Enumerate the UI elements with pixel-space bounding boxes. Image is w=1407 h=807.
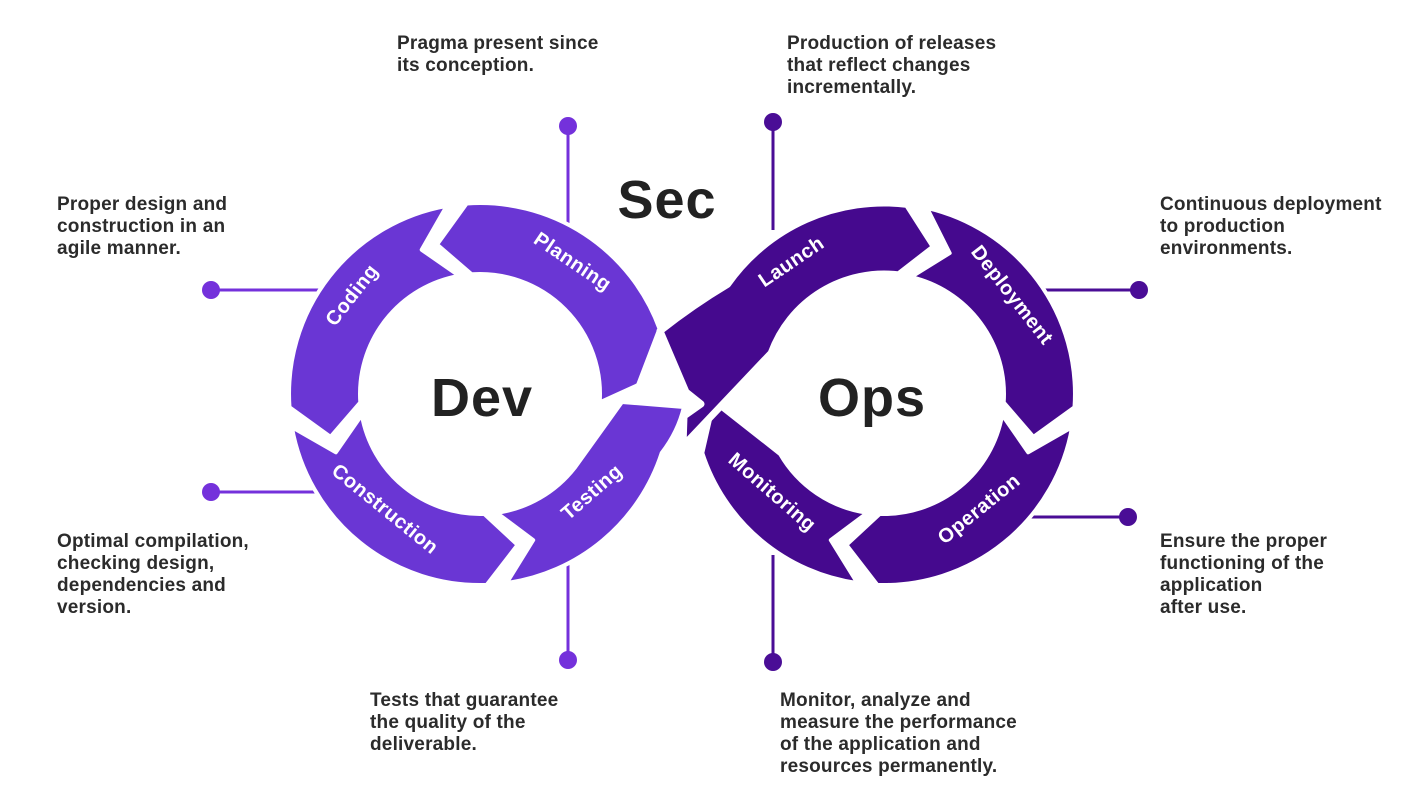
callout-dot-coding [202,281,220,299]
segment-coding [287,203,462,439]
callout-dot-testing [559,651,577,669]
segment-construction [289,412,520,587]
callout-dot-construction [202,483,220,501]
segment-launch [656,199,939,450]
callout-planning: Pragma present since its conception. [397,33,599,76]
segment-deployment [909,205,1077,439]
callout-operation: Ensure the proper functioning of the app… [1160,531,1328,618]
segment-operation [844,412,1075,587]
dev-title: Dev [430,368,534,428]
callout-dot-monitoring [764,653,782,671]
callout-dot-launch [764,113,782,131]
sec-title: Sec [617,170,717,230]
callout-construction: Optimal compilation, checking design, de… [57,531,249,618]
callout-deployment: Continuous deployment to production envi… [1160,194,1382,259]
callout-coding: Proper design and construction in an agi… [57,194,228,259]
callout-testing: Tests that guarantee the quality of the … [370,690,559,755]
callout-dot-deployment [1130,281,1148,299]
callout-dot-operation [1119,508,1137,526]
segment-testing [494,400,686,586]
segment-monitoring [700,400,870,586]
callout-launch: Production of releases that reflect chan… [787,33,997,98]
callout-dot-planning [559,117,577,135]
segment-planning [435,201,662,405]
callout-monitoring: Monitor, analyze and measure the perform… [780,690,1017,777]
ops-title: Ops [817,368,927,428]
